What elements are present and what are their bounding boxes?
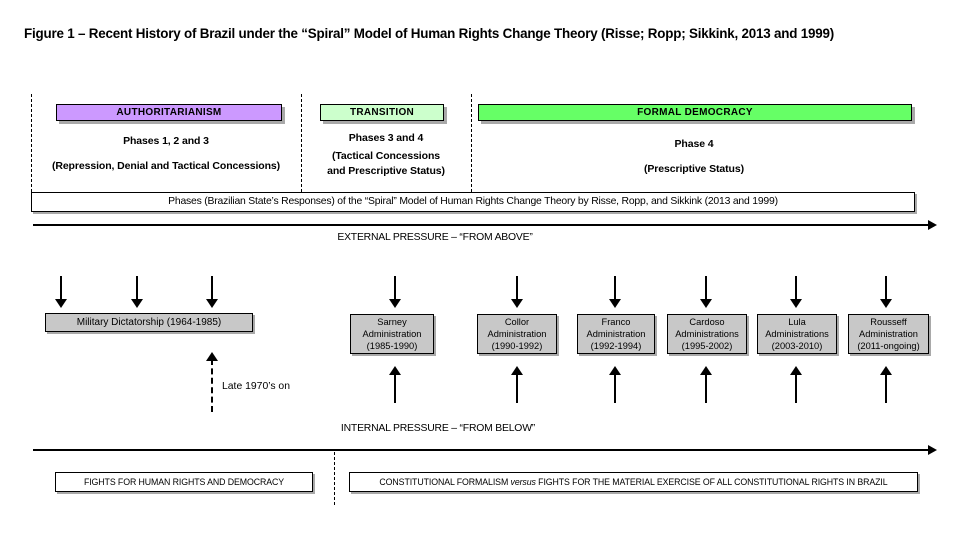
- transition-phases-line3: and Prescriptive Status): [327, 165, 445, 177]
- authoritarianism-phases-line1: Phases 1, 2 and 3: [123, 135, 209, 147]
- down-arrow-icon: [206, 276, 218, 308]
- formal-democracy-phases-line1: Phase 4: [674, 138, 714, 150]
- struggle-right-pre: CONSTITUTIONAL FORMALISM: [379, 477, 511, 487]
- external-pressure-arrow: [33, 220, 937, 230]
- up-arrow-icon: [511, 366, 523, 403]
- external-pressure-label: EXTERNAL PRESSURE – “FROM ABOVE”: [337, 232, 533, 243]
- down-arrow-icon: [609, 276, 621, 308]
- struggle-right-post: FIGHTS FOR THE MATERIAL EXERCISE OF ALL …: [535, 477, 888, 487]
- government-box-sarney: Sarney Administration (1985-1990): [350, 314, 434, 354]
- spiral-phases-banner: Phases (Brazilian State’s Responses) of …: [31, 192, 915, 212]
- up-arrow-icon: [389, 366, 401, 403]
- internal-pressure-label: INTERNAL PRESSURE – “FROM BELOW”: [340, 423, 536, 434]
- period-box-transition: TRANSITION: [320, 104, 444, 121]
- down-arrow-icon: [511, 276, 523, 308]
- government-box-rousseff: Rousseff Administration (2011-ongoing): [848, 314, 929, 354]
- down-arrow-icon: [880, 276, 892, 308]
- up-arrow-icon: [609, 366, 621, 403]
- government-box-franco: Franco Administration (1992-1994): [577, 314, 655, 354]
- internal-pressure-arrow: [33, 445, 937, 455]
- down-arrow-icon: [131, 276, 143, 308]
- down-arrow-icon: [700, 276, 712, 308]
- period-divider-right: [471, 94, 472, 192]
- figure-title: Figure 1 – Recent History of Brazil unde…: [24, 26, 834, 41]
- period-box-authoritarianism: AUTHORITARIANISM: [56, 104, 282, 121]
- up-arrow-icon: [700, 366, 712, 403]
- late-1970s-label: Late 1970’s on: [222, 381, 290, 392]
- up-arrow-icon: [790, 366, 802, 403]
- period-box-formal-democracy: FORMAL DEMOCRACY: [478, 104, 912, 121]
- authoritarianism-phases-line2: (Repression, Denial and Tactical Concess…: [51, 160, 281, 172]
- up-arrow-icon: [880, 366, 892, 403]
- struggle-divider: [334, 452, 335, 505]
- transition-phases-line2: (Tactical Concessions: [332, 150, 440, 162]
- down-arrow-icon: [55, 276, 67, 308]
- transition-phases-line1: Phases 3 and 4: [348, 132, 424, 144]
- down-arrow-icon: [389, 276, 401, 308]
- government-box-lula: Lula Administrations (2003-2010): [757, 314, 837, 354]
- government-box-cardoso: Cardoso Administrations (1995-2002): [667, 314, 747, 354]
- dashed-up-arrow-icon: [206, 352, 218, 412]
- down-arrow-icon: [790, 276, 802, 308]
- struggle-box-left: FIGHTS FOR HUMAN RIGHTS AND DEMOCRACY: [55, 472, 313, 492]
- period-divider-left: [31, 94, 32, 192]
- struggle-box-right: CONSTITUTIONAL FORMALISM versus FIGHTS F…: [349, 472, 918, 492]
- formal-democracy-phases-line2: (Prescriptive Status): [643, 163, 745, 175]
- government-box-military-dictatorship: Military Dictatorship (1964-1985): [45, 313, 253, 332]
- period-divider-mid: [301, 94, 302, 192]
- government-box-collor: Collor Administration (1990-1992): [477, 314, 557, 354]
- struggle-right-versus: versus: [510, 477, 536, 487]
